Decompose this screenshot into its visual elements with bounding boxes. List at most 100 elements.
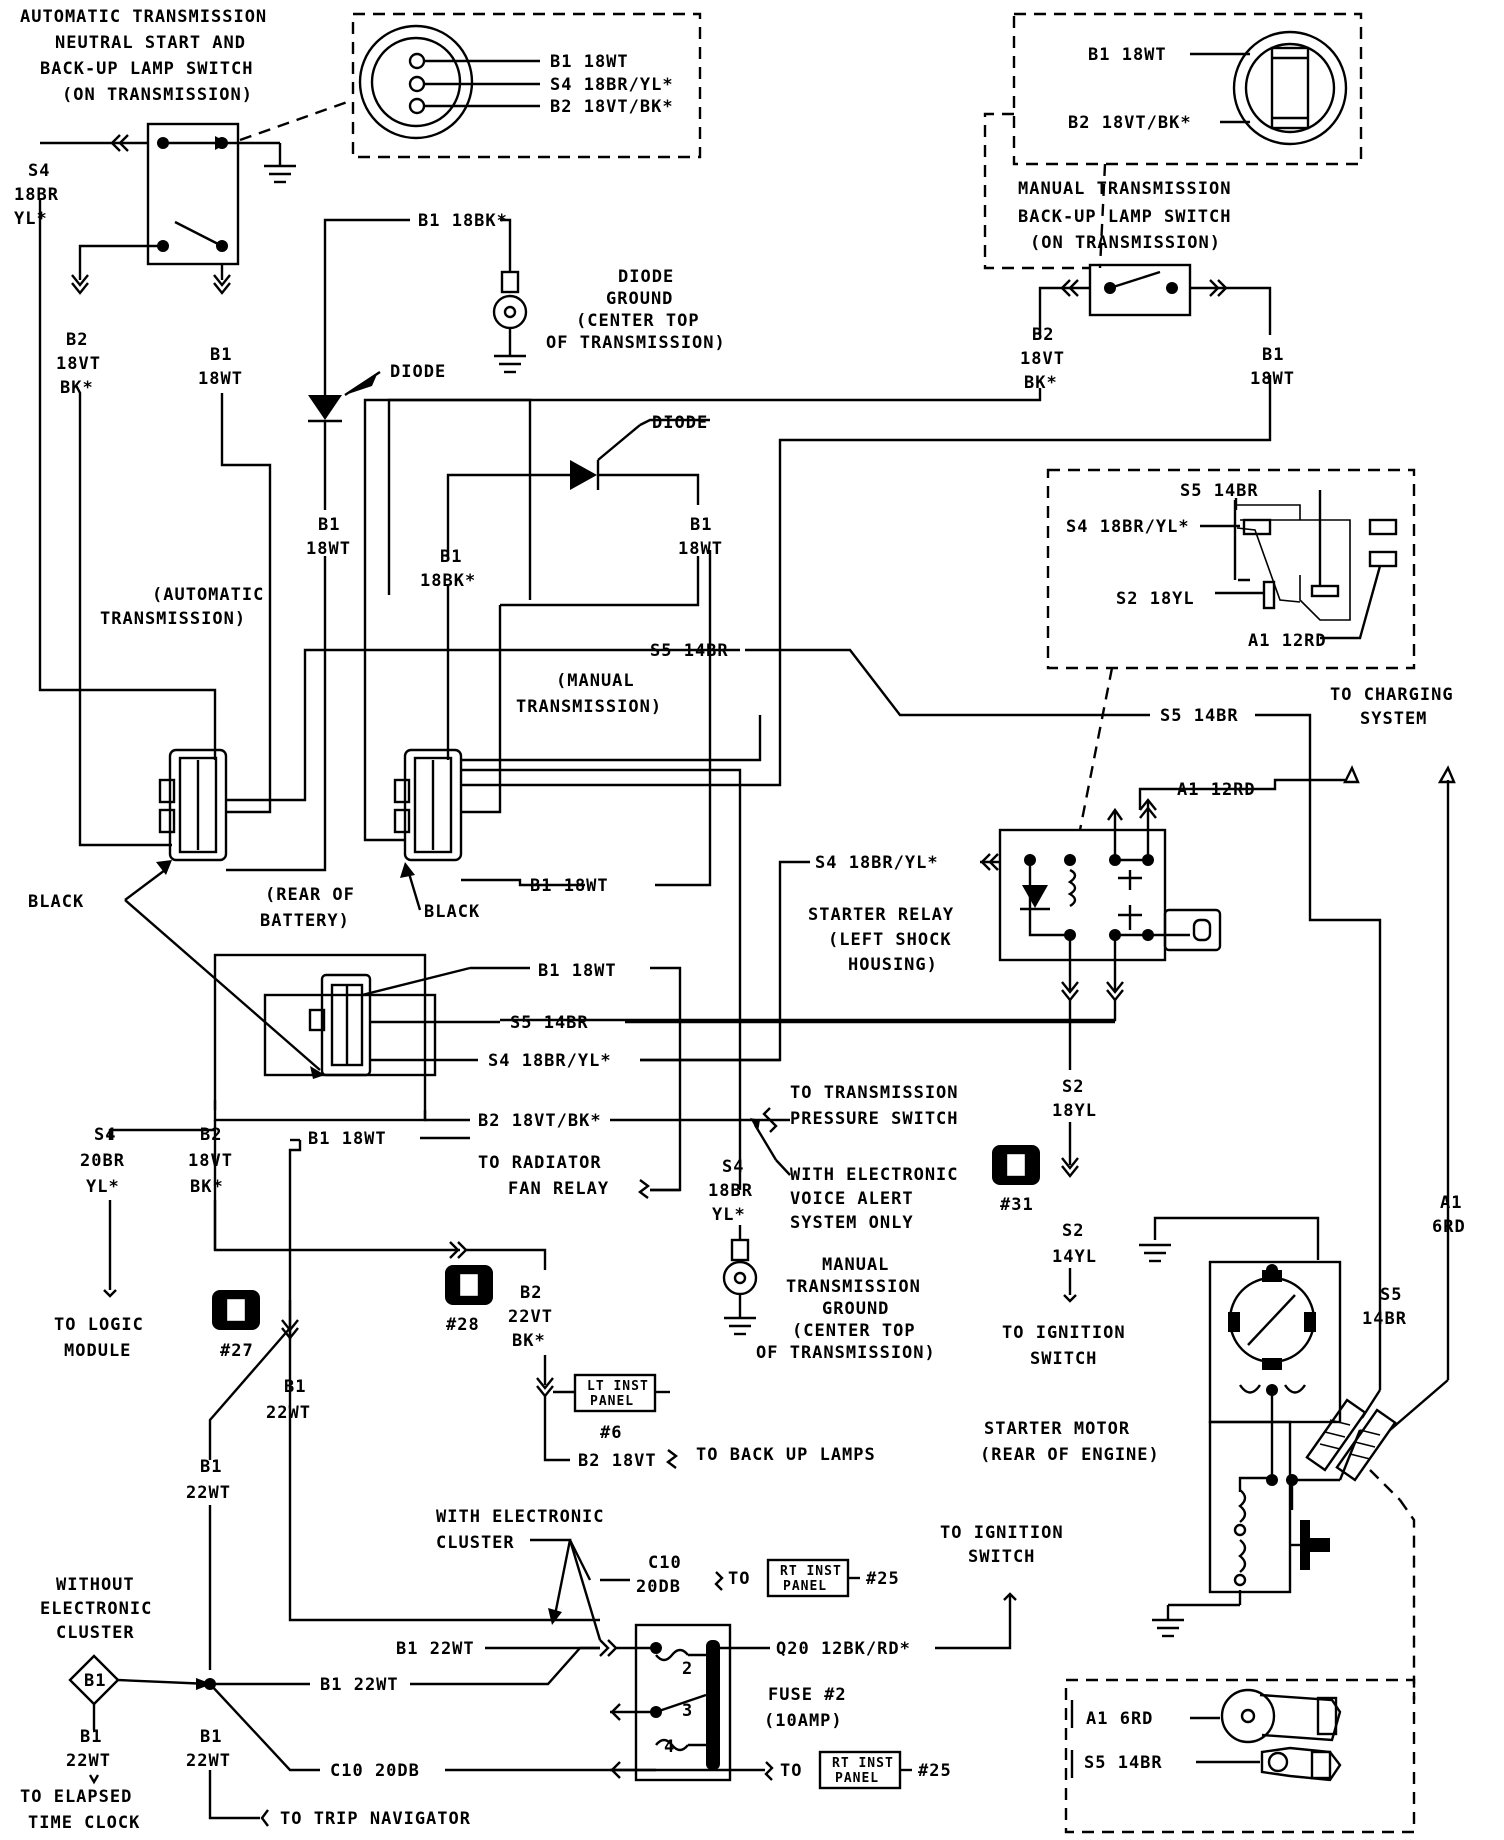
relay-conn-pin-1: S5 14BR [1180,481,1259,501]
auto-pin-3 [408,97,426,115]
c10-bottom: C10 20DB [330,1761,420,1781]
auto-pin-label-3: B2 18VT/BK* [550,97,674,117]
auto-switch-title-2: NEUTRAL START AND [55,33,246,53]
b1-18wt-b-2: 18WT [678,539,723,559]
logic-module-1: TO LOGIC [54,1315,144,1335]
auto-pin-label-1: B1 18WT [550,52,629,72]
back-up-wire: B2 18VT [578,1451,657,1471]
manual-b1-1: B1 [1262,345,1284,365]
motor-term-a1: A1 6RD [1086,1709,1153,1729]
fuse-slot-4: 4 [664,1737,675,1757]
manual-switch-title-3: (ON TRANSMISSION) [1030,233,1221,253]
b1-18bk-1: B1 [440,547,462,567]
auto-b1-1: B1 [210,345,232,365]
rt-panel-2-1: RT INST [832,1756,894,1771]
auto-b1-2: 18WT [198,369,243,389]
lower-s5: S5 14BR [510,1013,589,1033]
starter-relay-title-1: STARTER RELAY [808,905,954,925]
b1-18wt-b-1: B1 [690,515,712,535]
q20-label: Q20 12BK/RD* [776,1639,911,1659]
diode-2-label: DIODE [652,413,708,433]
s2-14yl-2: 14YL [1052,1247,1097,1267]
without-cluster-2: ELECTRONIC [40,1599,152,1619]
b1-22wt-line-1: B1 22WT [396,1639,475,1659]
voice-alert-2: VOICE ALERT [790,1189,914,1209]
relay-conn-pin-3: S2 18YL [1116,589,1195,609]
c10-top-1: C10 [648,1553,682,1573]
motor-s5-2: 14BR [1362,1309,1407,1329]
auto-b2-3: BK* [60,378,94,398]
b1-22wt-c-2: 22WT [66,1751,111,1771]
b1-18wt-a-1: B1 [318,515,340,535]
auto-switch-title-1: AUTOMATIC TRANSMISSION [20,7,267,27]
without-cluster-3: CLUSTER [56,1623,135,1643]
radiator-1: TO RADIATOR [478,1153,602,1173]
s2-18yl-2: 18YL [1052,1101,1097,1121]
ref-27: #27 [220,1341,254,1361]
lower-b1: B1 18WT [538,961,617,981]
s4-18br-2: 18BR [708,1181,753,1201]
ignition-1-1: TO IGNITION [1002,1323,1126,1343]
b1-22wt-a-2: 22WT [266,1403,311,1423]
manual-transmission-connector [393,748,463,862]
starter-motor-title-1: STARTER MOTOR [984,1419,1130,1439]
starter-relay-title-2: (LEFT SHOCK [828,930,952,950]
b1-22wt-d-2: 22WT [186,1751,231,1771]
auto-s4-1: S4 [28,161,50,181]
manual-switch: B1 18WT B2 18VT/BK* MANUAL TRANSMISSION … [363,12,1363,595]
auto-switch-title-3: BACK-UP LAMP SWITCH [40,59,253,79]
manual-pin-label-1: B1 18WT [1088,45,1167,65]
manual-switch-connector-box [1012,12,1363,166]
b1-22wt-d-1: B1 [200,1727,222,1747]
b1-22wt-b-2: 22WT [186,1483,231,1503]
auto-pin-2 [408,75,426,93]
motor-a1-2: 6RD [1432,1217,1466,1237]
motor-terminal-studs [1305,1398,1397,1482]
b2-22vt-2: 22VT [508,1307,553,1327]
ref-31: #31 [1000,1195,1034,1215]
b1-18wt-conn-label: B1 18WT [530,876,609,896]
lt-panel-1: LT INST [587,1379,649,1394]
diode-1: DIODE [308,300,446,510]
diode-ground: B1 18BK* DIODE GROUND (CENTER TOP OF TRA… [323,211,725,374]
auto-s4-3: YL* [14,209,48,229]
s2-18yl-1: S2 [1062,1077,1084,1097]
auto-b2-2: 18VT [56,354,101,374]
manual-conn-label-1: (MANUAL [556,671,635,691]
auto-switch-body [146,122,240,266]
lt-panel-2: PANEL [590,1394,634,1409]
with-cluster-1: WITH ELECTRONIC [436,1507,605,1527]
b1-diamond-label: B1 [84,1671,106,1691]
diode-ground-title-3: (CENTER TOP [576,311,700,331]
auto-connector-outer [358,24,474,140]
auto-transmission-connector [158,748,228,862]
voice-alert-3: SYSTEM ONLY [790,1213,914,1233]
auto-switch: AUTOMATIC TRANSMISSION NEUTRAL START AND… [14,7,702,398]
ignition-2-1: TO IGNITION [940,1523,1064,1543]
lower-s4: S4 18BR/YL* [488,1051,612,1071]
ref-28: #28 [446,1315,480,1335]
s4-20-3: YL* [86,1177,120,1197]
ref-6: #6 [600,1423,622,1443]
fuse-title-1: FUSE #2 [768,1685,847,1705]
motor-term-s5: S5 14BR [1084,1753,1163,1773]
diode-ground-wire: B1 18BK* [418,211,508,231]
rt-panel-1-2: PANEL [783,1579,827,1594]
elapsed-1: TO ELAPSED [20,1787,132,1807]
b2-22vt-1: B2 [520,1283,542,1303]
b1-22wt-a-1: B1 [284,1377,306,1397]
manual-b1-2: 18WT [1250,369,1295,389]
auto-pin-1 [408,52,426,70]
to-word-bottom: TO [780,1761,802,1781]
radiator-2: FAN RELAY [508,1179,609,1199]
lower-connector: B1 18WT S5 14BR S4 18BR/YL* B2 18VT/BK* … [108,953,1115,1622]
charging-2: SYSTEM [1360,709,1427,729]
diode-ground-title-1: DIODE [618,267,674,287]
pressure-switch-1: TO TRANSMISSION [790,1083,959,1103]
to-word-top: TO [728,1569,750,1589]
manual-switch-title-2: BACK-UP LAMP SWITCH [1018,207,1231,227]
relay-conn-pin-4: A1 12RD [1248,631,1327,651]
starter-relay: S4 18BR/YL* STARTER RELAY (LEFT SHOCK HO… [500,798,1222,1062]
diode-1-label: DIODE [390,362,446,382]
